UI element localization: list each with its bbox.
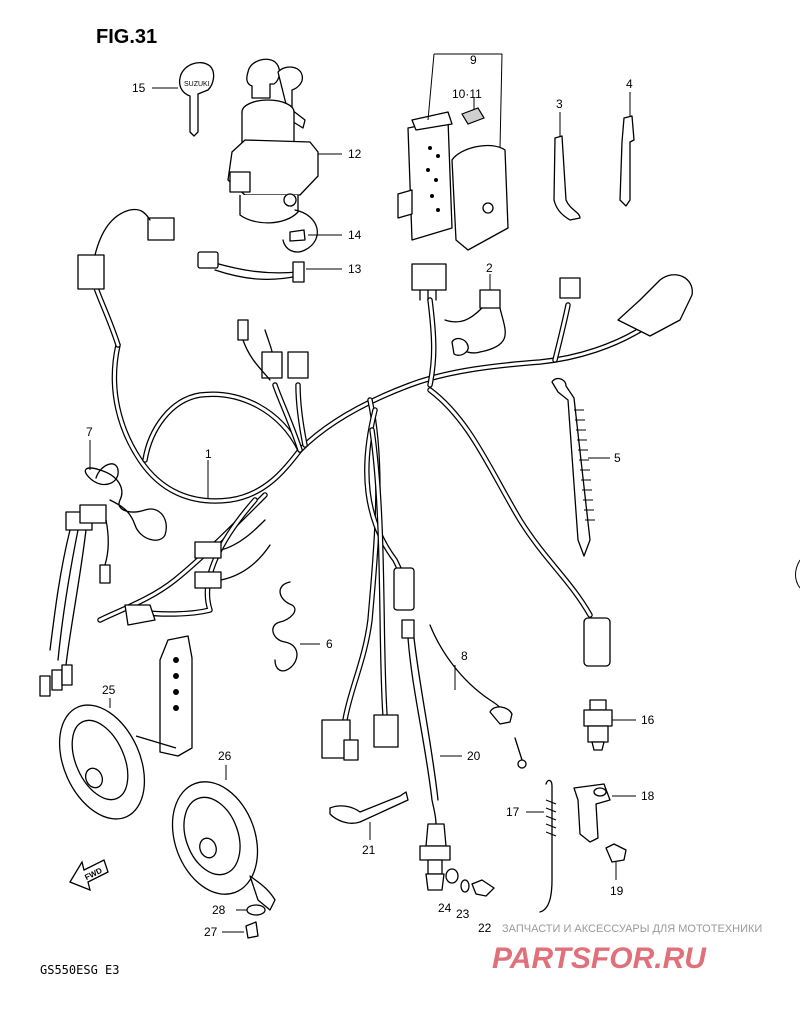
cable-tie-5 xyxy=(551,377,595,557)
horn-26 xyxy=(171,781,276,911)
washer-14 xyxy=(289,229,306,242)
socket-upper-right xyxy=(617,274,693,337)
connector-9 xyxy=(411,263,447,291)
callout-2: 2 xyxy=(486,261,493,275)
connector-mid-5 xyxy=(124,604,156,626)
fwd-arrow: FWD xyxy=(69,859,109,892)
bolt-13 xyxy=(292,261,305,283)
connector-bottom-a xyxy=(393,567,415,611)
callout-20: 20 xyxy=(467,749,481,763)
switch-20 xyxy=(401,619,451,891)
figure-title: FIG.31 xyxy=(96,26,157,48)
callout-21: 21 xyxy=(362,843,376,857)
callout-23: 23 xyxy=(456,907,470,921)
watermark-text: ЗАПЧАСТИ И АКСЕССУАРЫ ДЛЯ МОТОТЕХНИКИ xyxy=(502,923,762,935)
connector-bottom-right xyxy=(583,617,611,667)
callout-1: 1 xyxy=(205,447,212,461)
callout-28: 28 xyxy=(212,903,226,917)
bracket-18 xyxy=(573,783,611,843)
callout-9: 9 xyxy=(470,53,477,67)
connector-bottom-d xyxy=(343,739,359,761)
connector-top-left xyxy=(147,217,175,241)
bracket-3 xyxy=(553,135,581,221)
callout-numbers: 1 2 3 4 5 6 7 8 9 10·11 12 13 14 15 16 1… xyxy=(86,53,655,939)
bolt-19 xyxy=(605,843,627,863)
callout-13: 13 xyxy=(348,262,362,276)
bracket-21 xyxy=(329,791,409,824)
lead-8 xyxy=(429,624,511,721)
wire-clip-6 xyxy=(272,581,298,672)
terminal-mid-1 xyxy=(237,319,249,341)
junction-box-9 xyxy=(397,111,509,251)
callout-15: 15 xyxy=(132,81,146,95)
connector-bottom-c xyxy=(373,714,399,748)
svg-text:SUZUKI: SUZUKI xyxy=(184,81,210,88)
terminal-left-4 xyxy=(99,564,111,584)
callout-17: 17 xyxy=(506,805,520,819)
connector-upper-left xyxy=(77,254,105,290)
callout-18: 18 xyxy=(641,789,655,803)
connector-13 xyxy=(197,251,219,269)
connector-mid-4 xyxy=(194,571,222,589)
connector-left-b xyxy=(79,504,107,524)
callout-25: 25 xyxy=(102,683,116,697)
washer-23 xyxy=(460,879,470,893)
watermark-logo: PARTSFOR.RU xyxy=(492,942,707,975)
callout-14: 14 xyxy=(348,228,362,242)
connector-mid-3 xyxy=(194,541,222,559)
callout-16: 16 xyxy=(641,713,655,727)
terminal-left-1 xyxy=(39,675,51,697)
wire-14 xyxy=(282,209,318,253)
callout-8: 8 xyxy=(461,649,468,663)
callout-22: 22 xyxy=(478,921,492,935)
callout-4: 4 xyxy=(626,77,633,91)
terminal-left-2 xyxy=(51,669,63,691)
wire-13 xyxy=(214,262,299,274)
callout-24: 24 xyxy=(438,901,452,915)
callout-10-11: 10·11 xyxy=(452,87,482,101)
spring-17 xyxy=(539,779,553,913)
callout-7: 7 xyxy=(86,425,93,439)
fuse-10-11 xyxy=(461,107,485,125)
terminal-left-3 xyxy=(61,664,73,686)
footer-model-code: GS550ESG E3 xyxy=(40,963,119,977)
wiring-harness xyxy=(92,282,643,723)
horn-25 xyxy=(58,635,193,820)
callout-12: 12 xyxy=(348,147,362,161)
callout-27: 27 xyxy=(204,925,218,939)
washer-28 xyxy=(246,904,266,916)
callout-3: 3 xyxy=(556,97,563,111)
callout-6: 6 xyxy=(326,637,333,651)
relay-2 xyxy=(479,289,501,309)
callout-5: 5 xyxy=(614,451,621,465)
screw-27 xyxy=(245,921,259,939)
key-15: SUZUKI xyxy=(178,62,215,137)
switch-16 xyxy=(583,699,613,751)
connector-mid-2 xyxy=(287,351,309,379)
ignition-switch-12 xyxy=(227,58,319,224)
clip-4 xyxy=(619,115,635,207)
callout-19: 19 xyxy=(610,884,624,898)
screw-22 xyxy=(471,879,495,897)
callout-26: 26 xyxy=(218,749,232,763)
washer-24 xyxy=(445,868,459,884)
connector-upper-right xyxy=(559,277,581,299)
